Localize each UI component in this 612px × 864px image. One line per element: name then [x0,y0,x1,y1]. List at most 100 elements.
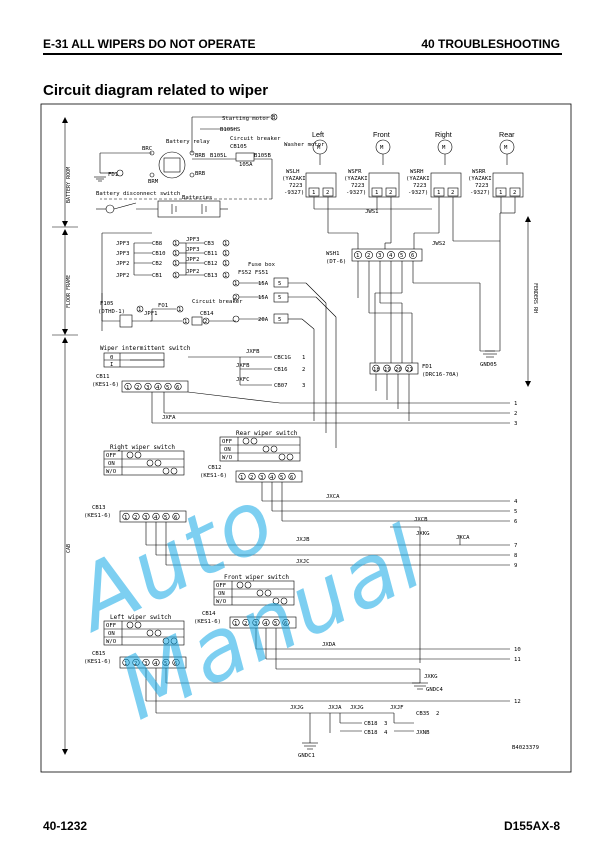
sw2-row1: ON [108,461,115,467]
wsfr-pin2: 2 [389,190,392,196]
cb-list-right [186,239,230,279]
sw0-pin2: 2 [136,385,139,391]
cbr-2-j: JPF2 [186,257,199,263]
motor-connector-wslh [305,172,337,198]
cb18b-cb: CB18 [364,730,378,736]
splice-jxjc: JXJC [296,559,309,565]
sw0-title: Wiper intermittent switch [100,345,191,352]
line-num-12: 12 [514,699,521,705]
wslh-pin1: 1 [312,190,315,196]
sw2-pins [119,510,187,523]
splice-jxkg: JXKG [416,531,430,537]
header-rule [43,53,562,55]
sw0-pin1: 1 [126,385,129,391]
sw3-pin2: 2 [244,621,247,627]
sw4-row1: ON [108,631,115,637]
sw2-pin3: 3 [144,515,147,521]
jxf-2-cb: CB07 [274,383,287,389]
wsrh-pin2: 2 [451,190,454,196]
cb35-p: 2 [436,711,439,717]
sw4-pin6: 6 [174,661,177,667]
label-b105b: B105B [254,153,271,159]
motor-right-label: Right [435,130,452,139]
motor-rear [499,139,515,165]
line-num-9: 9 [514,563,517,569]
sw3-row0: OFF [216,583,227,589]
label-battery-disconnect: Battery disconnect switch [96,191,180,197]
section-title: Circuit diagram related to wiper [43,82,269,99]
sw2-type: (KES1-6) [84,513,111,519]
sw1-type: (KES1-6) [200,473,227,479]
cbl-3-p: 1 [174,273,177,279]
sw0-type: (KES1-6) [92,382,119,388]
fd1-pin18: 18 [373,367,380,373]
label-battery-relay: Battery relay [166,139,210,145]
sw3-pin5: 5 [274,621,277,627]
sw3-pins [229,616,297,629]
sw2-cb: CB13 [92,505,105,511]
cbr-1-cb: CB11 [204,251,217,257]
sw1-pin4: 4 [270,475,274,481]
sw2-row2: W/O [106,469,117,475]
motor-connector-wsrr [492,172,524,198]
wiper-circuit-diagram: BATTERY ROOM FLOOR FRAME CAB FENDERS RH … [40,103,572,773]
label-gndc4: GNDC4 [426,687,443,693]
wsh1-pin1: 1 [356,253,359,259]
motor-right-symbol: M [442,145,446,151]
cbl-1-p: 1 [174,251,177,257]
sw3-row2: W/O [216,599,227,605]
sw1-pins [235,470,303,483]
line-num-3: 3 [514,421,517,427]
sw1-pin2: 2 [250,475,253,481]
fuse-box-ids: FS52 FS51 [238,270,268,276]
jxf-0-p: 1 [302,355,305,361]
sw4-pin1: 1 [124,661,127,667]
label-b105l: B105L [210,153,227,159]
fuse-0-rating: 15A [258,281,269,287]
header-section-title: 40 TROUBLESHOOTING [421,37,560,51]
fd1-pin19: 19 [384,367,391,373]
wsrh-type: (YAZAKI [406,176,430,182]
cb18a-cb: CB18 [364,721,378,727]
sw0-pin4: 4 [156,385,160,391]
label-jxnb: JXNB [416,730,430,736]
wslh-id: WSLH [286,169,299,175]
splice-jxca: JXCA [326,494,340,500]
label-cab: CAB [66,544,72,553]
jxf-refs [188,356,272,386]
label-battery-room: BATTERY ROOM [66,167,72,203]
line-num-5: 5 [514,509,517,515]
sw2-pin5: 5 [164,515,167,521]
label-batteries: Batteries [182,195,212,201]
sw4-title: Left wiper switch [110,614,172,621]
sw1-row2: W/O [222,455,233,461]
label-fenders-rh: FENDERS RH [532,283,538,313]
cb35-cb: CB35 [416,711,429,717]
sw4-pin4: 4 [154,661,158,667]
splice-jxcb: JXCB [414,517,428,523]
motor-left [312,139,328,165]
motor-left-symbol: M [317,145,321,151]
diagram-frame [40,103,572,773]
jxf-1-cb: CB16 [274,367,287,373]
label-washer-motor: Washer motor [284,142,325,148]
cbr-3-p: 1 [224,273,227,279]
mid-wires [145,482,510,663]
sw1-row0: OFF [222,439,233,445]
cbr-0-p: 1 [224,241,227,247]
wsfr-code: 7223 [351,183,364,189]
sw3-pin6: 6 [284,621,287,627]
region-arrow-right [525,216,531,387]
lower-wires [145,628,510,743]
cb-list-left [101,232,187,321]
batteries [157,200,228,218]
label-brb: BRB [195,171,206,177]
sw4-cb: CB15 [92,651,105,657]
fuse-0-pin: 5 [278,281,281,287]
cbl-0-j: JPF3 [116,241,129,247]
sw1-pin3: 3 [260,475,263,481]
f105-block [101,293,236,331]
fd1-ground [94,152,152,182]
wslh-type: (YAZAKI [282,176,306,182]
label-gndc1: GNDC1 [298,753,315,759]
